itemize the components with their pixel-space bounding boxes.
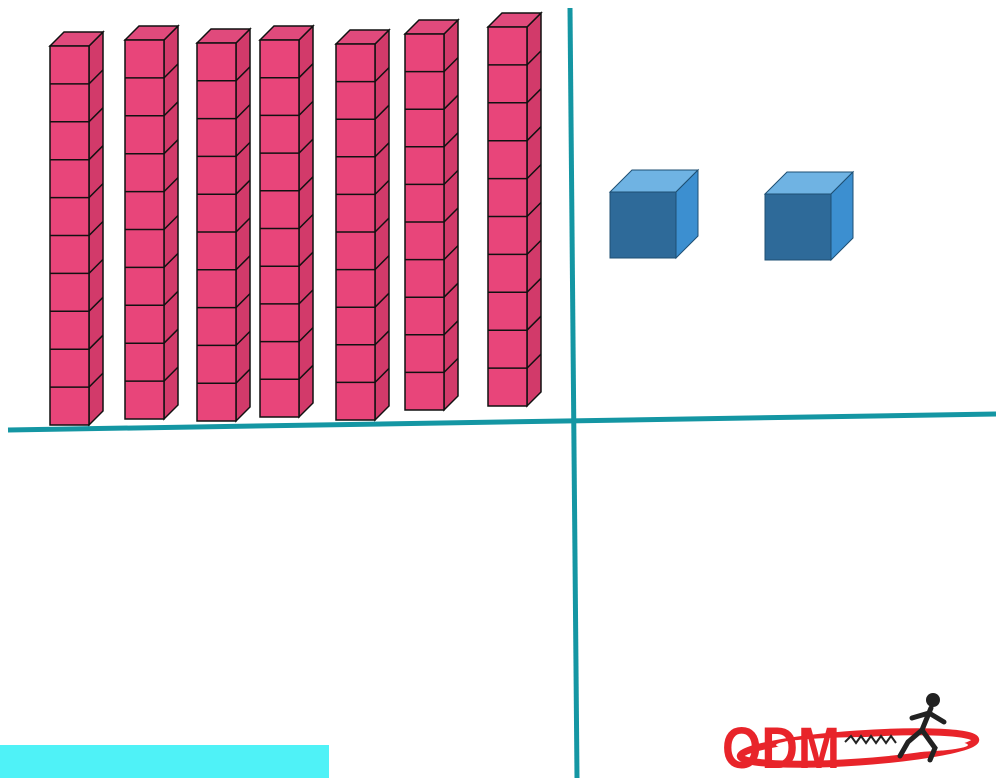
unit-divider (50, 69, 104, 85)
unit-divider (405, 207, 459, 223)
unit-divider (488, 164, 542, 180)
unit-divider (197, 330, 251, 347)
unit-divider (260, 176, 314, 192)
unit-divider (125, 177, 179, 193)
logo-wordmark: ODM (722, 716, 840, 778)
unit-divider (260, 289, 314, 305)
unit-divider (197, 66, 251, 82)
unit-divider (488, 88, 542, 104)
unit-divider (125, 63, 179, 79)
unit-divider (488, 353, 542, 369)
unit-divider (336, 104, 390, 120)
unit-divider (125, 139, 179, 155)
unit-divider (405, 57, 459, 73)
unit-divider (50, 334, 104, 350)
unit-divider (50, 296, 104, 313)
odm-logo: ODM (722, 693, 980, 781)
tens-rod (123, 24, 180, 421)
unit-divider (336, 292, 390, 308)
unit-divider (50, 258, 104, 275)
tens-rod (48, 30, 105, 427)
unit-divider (405, 320, 459, 336)
unit-divider (488, 277, 542, 294)
ones-cube (763, 170, 855, 262)
unit-divider (405, 245, 459, 261)
unit-divider (197, 104, 251, 120)
unit-divider (50, 372, 104, 388)
unit-divider (125, 366, 179, 382)
unit-divider (405, 282, 459, 298)
logo-swoosh (736, 728, 980, 768)
logo-swoosh-inner (776, 737, 968, 753)
ones-cubes-group (608, 168, 855, 262)
unit-divider (405, 357, 459, 374)
unit-divider (405, 94, 459, 110)
tens-rod (258, 24, 315, 419)
unit-divider (50, 107, 104, 123)
unit-divider (405, 169, 459, 186)
tens-rod (195, 27, 252, 423)
unit-divider (260, 364, 314, 381)
unit-divider (125, 214, 179, 231)
unit-divider (197, 255, 251, 271)
tens-rod (486, 11, 543, 408)
unit-divider (488, 201, 542, 218)
unit-divider (50, 220, 104, 237)
unit-divider (336, 330, 390, 346)
cube-front-face (609, 191, 677, 259)
unit-divider (260, 63, 314, 79)
unit-divider (197, 141, 251, 158)
unit-divider (197, 368, 251, 384)
unit-divider (125, 252, 179, 269)
unit-divider (336, 255, 390, 271)
unit-divider (488, 315, 542, 331)
unit-divider (260, 251, 314, 267)
unit-divider (260, 138, 314, 154)
unit-divider (197, 217, 251, 233)
footer-bar (0, 745, 329, 778)
unit-divider (488, 50, 542, 66)
unit-divider (336, 217, 390, 233)
unit-divider (336, 179, 390, 196)
unit-divider (125, 290, 179, 307)
unit-divider (336, 367, 390, 384)
vertical-divider (567, 7, 580, 779)
unit-divider (260, 213, 314, 230)
running-figure-icon (897, 693, 947, 763)
unit-divider (260, 327, 314, 343)
divider-lines (7, 7, 996, 779)
unit-divider (488, 239, 542, 256)
unit-divider (50, 183, 104, 199)
unit-divider (405, 132, 459, 148)
logo-scribble (844, 734, 897, 745)
unit-divider (50, 145, 104, 161)
unit-divider (336, 67, 390, 83)
tens-rod (403, 18, 460, 412)
cube-front-face (764, 193, 832, 261)
unit-divider (125, 328, 179, 344)
unit-divider (260, 100, 314, 117)
unit-divider (197, 179, 251, 195)
unit-divider (197, 293, 251, 309)
unit-divider (336, 142, 390, 158)
unit-divider (125, 101, 179, 117)
tens-rod (334, 28, 391, 422)
horizontal-divider (7, 411, 996, 433)
tens-rods-group (48, 11, 543, 427)
unit-divider (488, 126, 542, 142)
ones-cube (608, 168, 700, 260)
